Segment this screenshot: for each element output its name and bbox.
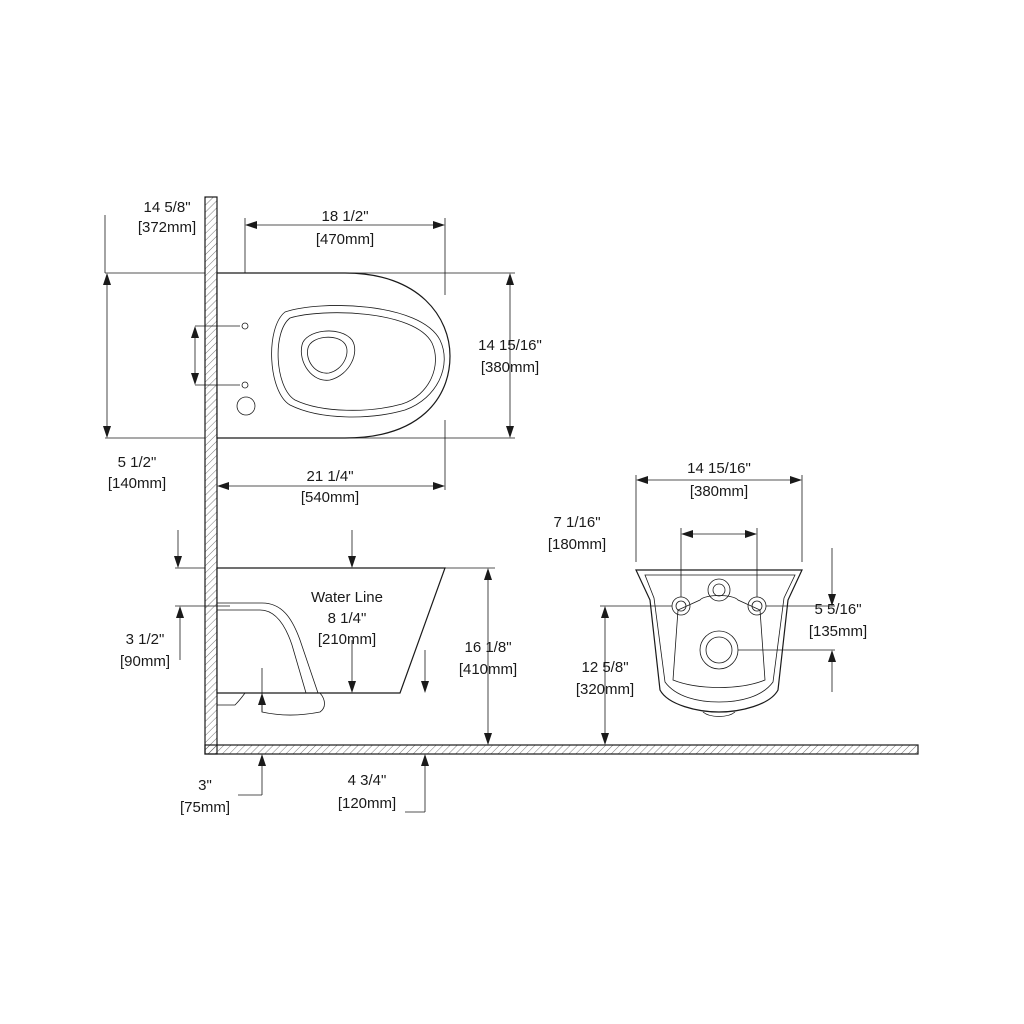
wall-offset-in-label: 3" (198, 777, 212, 794)
front-holes-in-label: 7 1/16" (553, 514, 600, 531)
wall-offset-mm-label: [75mm] (180, 799, 230, 816)
water-line-mm-label: [210mm] (318, 631, 376, 648)
width-in-label: 14 15/16" (478, 337, 542, 354)
front-width-in-label: 14 15/16" (687, 460, 751, 477)
bolt-spacing-in-label: 5 1/2" (118, 454, 157, 471)
front-height-mm-label: [320mm] (576, 681, 634, 698)
front-drop-in-label: 5 5/16" (814, 601, 861, 618)
rim-height-mm-label: [410mm] (459, 661, 517, 678)
front-view-bowl (635, 569, 803, 717)
floor-section (204, 744, 919, 755)
width-mm-label: [380mm] (481, 359, 539, 376)
length-in-label: 21 1/4" (306, 468, 353, 485)
length-top-mm-label: [470mm] (316, 231, 374, 248)
length-mm-label: [540mm] (301, 489, 359, 506)
dimension-labels: 14 5/8" [372mm] 18 1/2" [470mm] 14 15/16… (108, 199, 867, 816)
floor-offset-mm-label: [120mm] (338, 795, 396, 812)
front-holes-mm-label: [180mm] (548, 536, 606, 553)
front-height-in-label: 12 5/8" (581, 659, 628, 676)
floor-offset-in-label: 4 3/4" (348, 772, 387, 789)
wall-section (204, 196, 218, 755)
bolt-spacing-mm-label: [140mm] (108, 475, 166, 492)
depth-in-label: 14 5/8" (143, 199, 190, 216)
outlet-mm-label: [90mm] (120, 653, 170, 670)
front-width-mm-label: [380mm] (690, 483, 748, 500)
front-drop-mm-label: [135mm] (809, 623, 867, 640)
water-line-in-label: 8 1/4" (328, 610, 367, 627)
water-line-label: Water Line (311, 589, 383, 606)
depth-mm-label: [372mm] (138, 219, 196, 236)
rim-height-in-label: 16 1/8" (464, 639, 511, 656)
length-top-in-label: 18 1/2" (321, 208, 368, 225)
outlet-in-label: 3 1/2" (126, 631, 165, 648)
side-view-bowl (216, 567, 446, 716)
dimension-lines (103, 215, 836, 813)
top-view-bowl (216, 272, 451, 439)
